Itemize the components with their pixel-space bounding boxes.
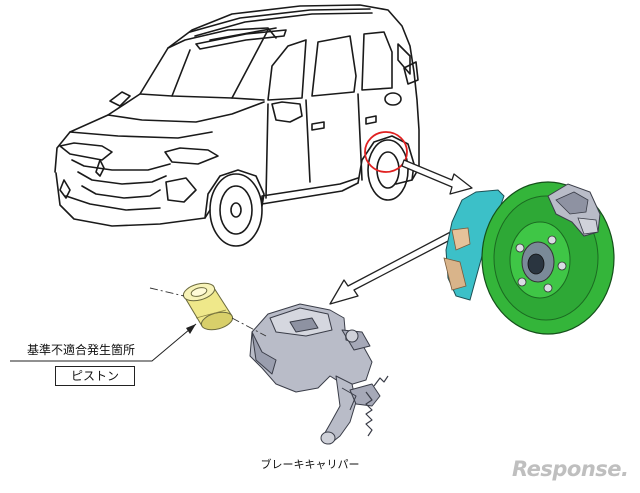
caliper-caption: ブレーキキャリパー [260, 458, 360, 471]
callout-part-box [55, 366, 135, 386]
brake-caliper-render [249, 303, 389, 445]
piston-render [182, 282, 234, 331]
callout-leader-line [10, 323, 197, 362]
callout-title: 基準不適合発生箇所 [26, 343, 135, 357]
callout-part-label: ピストン [70, 369, 119, 383]
callout-leader-arrowhead [186, 324, 196, 334]
watermark-logo: Response. [512, 457, 629, 481]
suv-drawing [54, 4, 420, 247]
piston-axis-right [231, 317, 267, 337]
arrow-to-brake-assembly [401, 159, 473, 195]
rear-wheel-highlight-circle [364, 131, 408, 173]
brake-assembly-render [443, 181, 615, 335]
piston-axis-left [149, 287, 185, 297]
